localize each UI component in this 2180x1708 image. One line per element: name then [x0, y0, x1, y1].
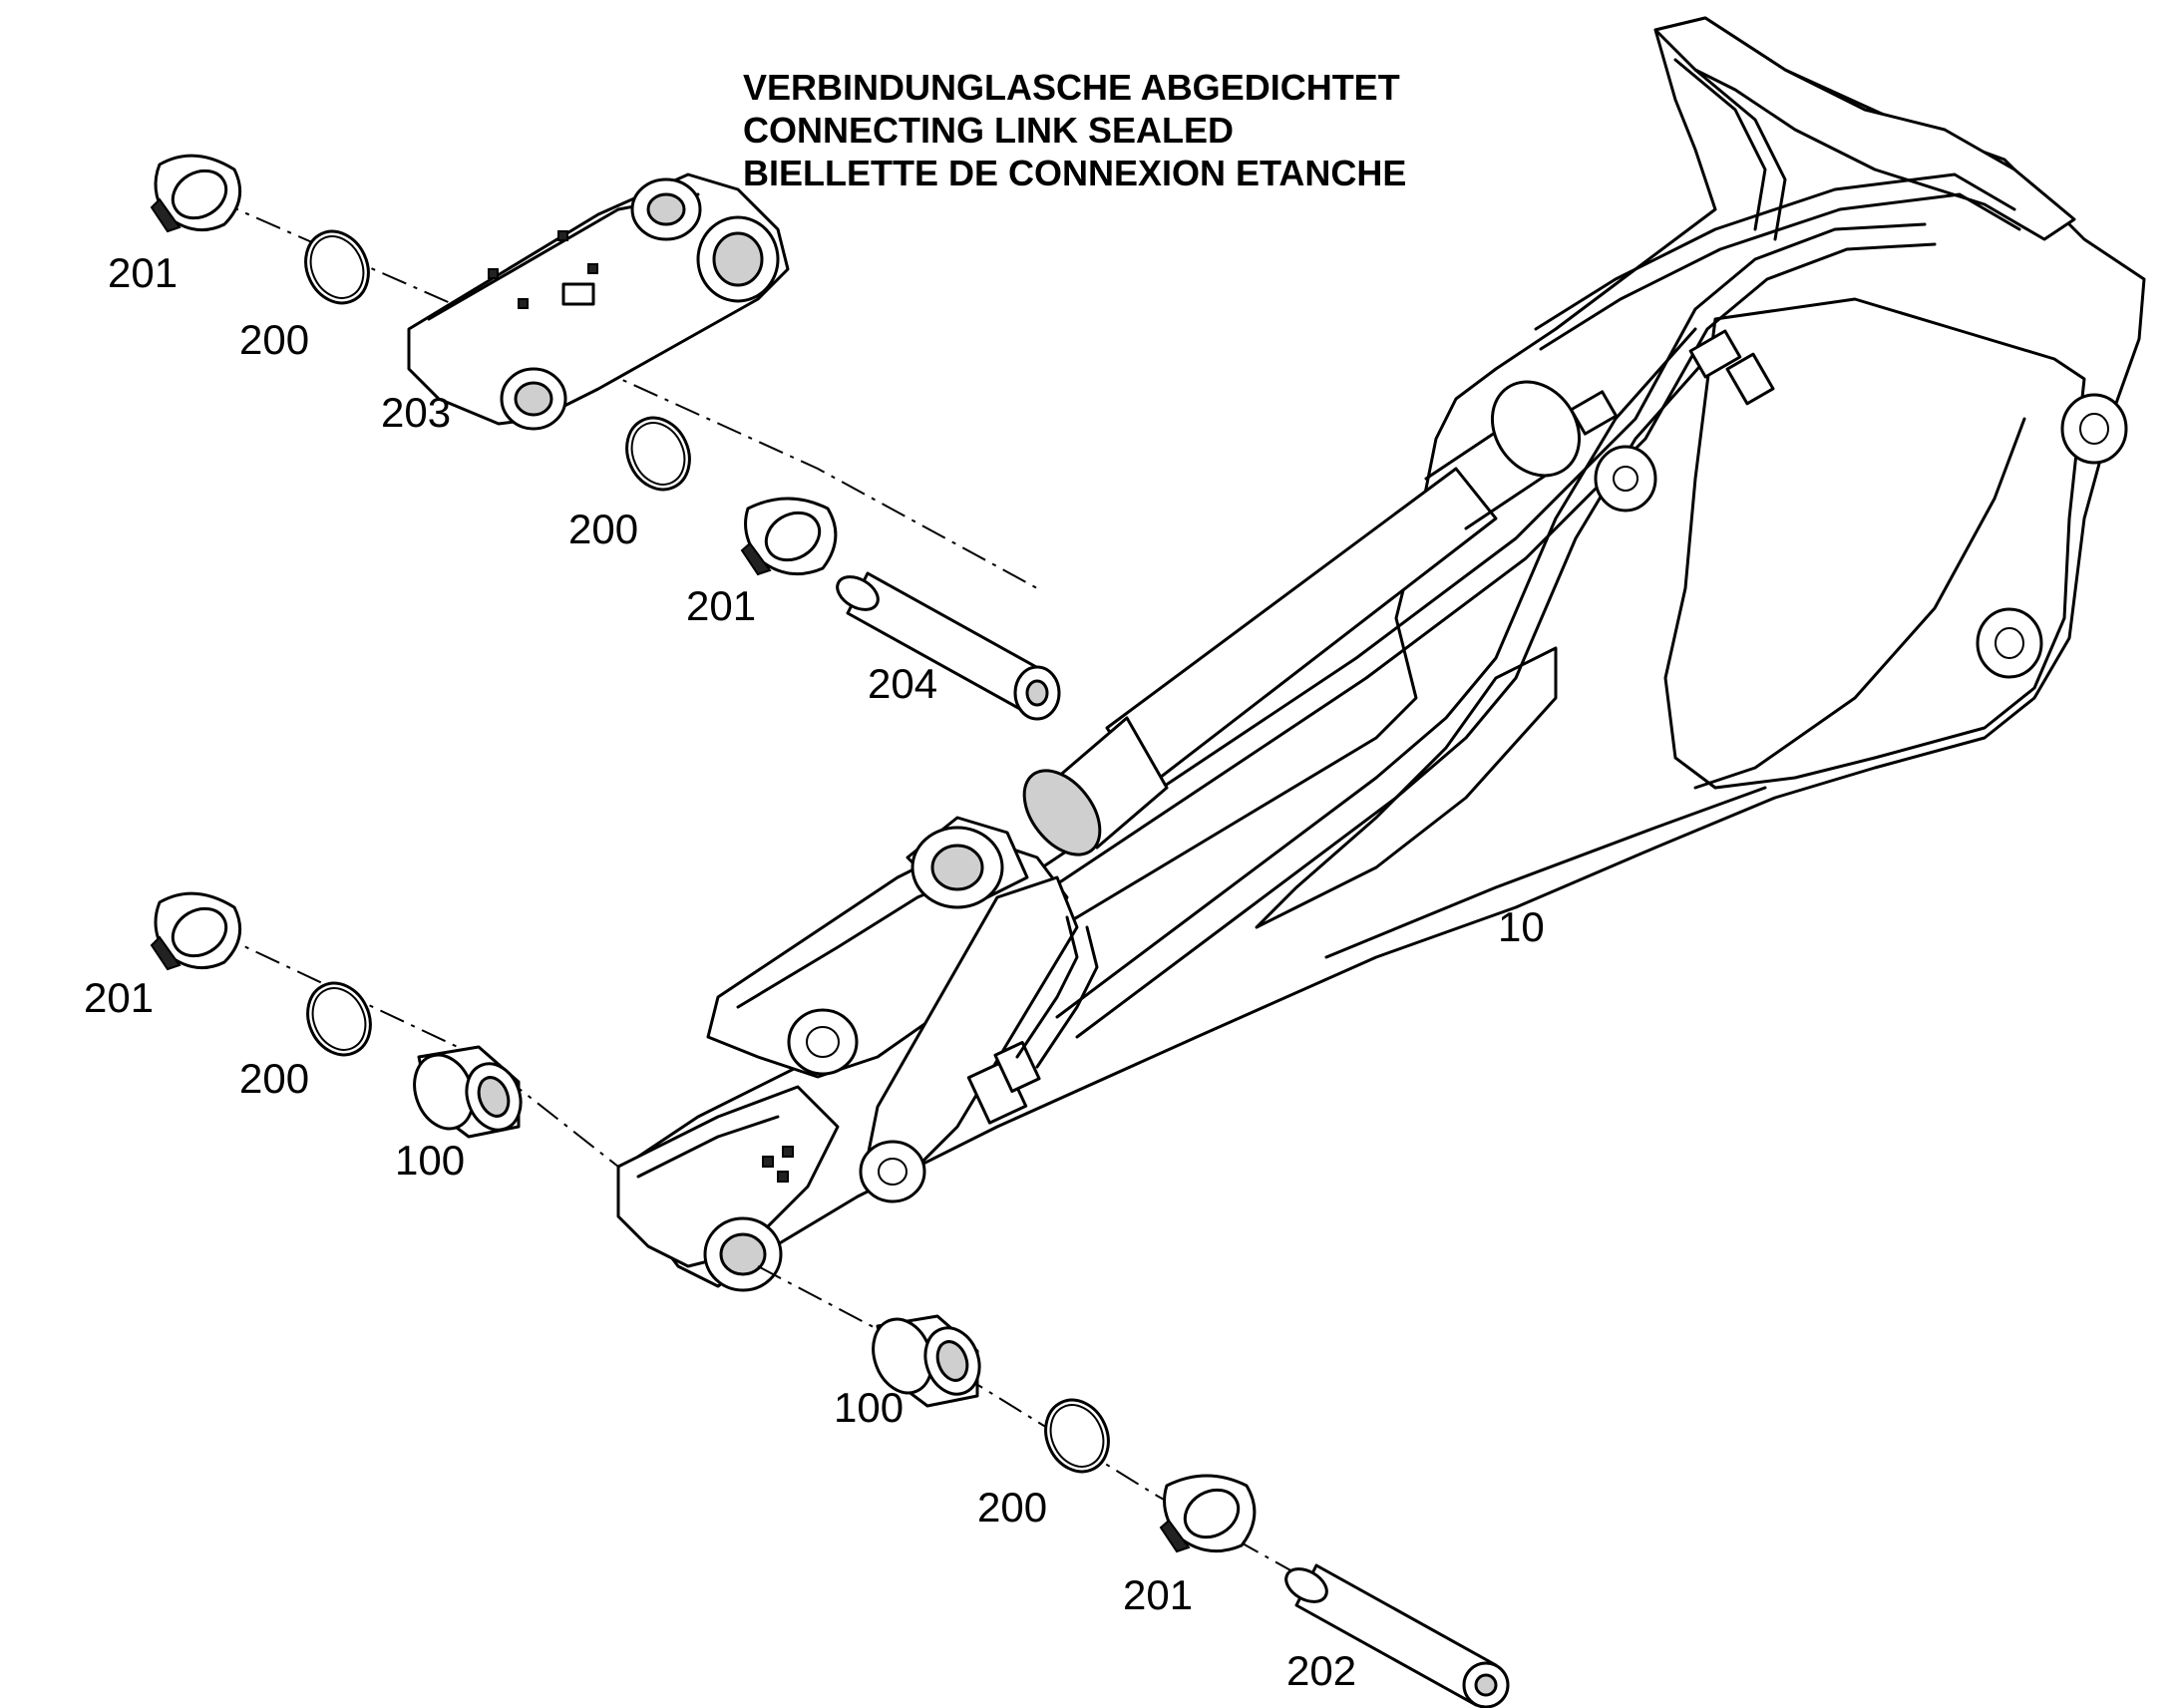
assembly-axis-lower-left: [213, 931, 619, 1168]
part-203-connecting-link[interactable]: [407, 172, 790, 431]
callout-200: 200: [568, 506, 638, 552]
part-201-clamp-ring-upper-right[interactable]: [740, 497, 838, 576]
callout-201: 201: [1123, 1571, 1193, 1618]
callout-201: 201: [108, 249, 178, 296]
part-201-clamp-ring-lower-left[interactable]: [150, 891, 242, 971]
part-200-o-ring-upper-1[interactable]: [294, 221, 380, 313]
callout-10: 10: [1498, 903, 1545, 950]
callout-100: 100: [834, 1384, 904, 1431]
callout-201: 201: [84, 974, 154, 1021]
boom-assembly[interactable]: [616, 16, 2146, 1292]
part-200-o-ring-lower-1[interactable]: [296, 973, 382, 1065]
callout-200: 200: [239, 1055, 309, 1102]
callout-204: 204: [868, 660, 937, 707]
part-201-clamp-ring-upper-left[interactable]: [150, 154, 242, 233]
title-block: VERBINDUNGLASCHE ABGEDICHTET CONNECTING …: [743, 67, 1406, 193]
title-english: CONNECTING LINK SEALED: [743, 110, 1234, 151]
part-200-o-ring-upper-2[interactable]: [615, 408, 701, 500]
part-202-pin[interactable]: [1280, 1562, 1510, 1708]
callout-200: 200: [977, 1484, 1047, 1531]
assembly-axis-upper: [213, 198, 1038, 589]
part-100-bushing-left[interactable]: [405, 1045, 530, 1139]
callout-200: 200: [239, 316, 309, 363]
callout-labels: 201 200 203 200 201 204 10 201 200 100 1…: [84, 249, 1545, 1694]
part-201-clamp-ring-lower-right[interactable]: [1159, 1474, 1257, 1553]
callout-201: 201: [686, 582, 756, 629]
part-200-o-ring-lower-2[interactable]: [1034, 1390, 1120, 1482]
part-100-bushing-right[interactable]: [864, 1311, 988, 1408]
title-german: VERBINDUNGLASCHE ABGEDICHTET: [743, 67, 1400, 108]
title-french: BIELLETTE DE CONNEXION ETANCHE: [743, 153, 1406, 193]
callout-202: 202: [1286, 1647, 1356, 1694]
callout-100: 100: [395, 1137, 465, 1184]
callout-203: 203: [381, 389, 451, 436]
part-204-pin[interactable]: [832, 570, 1061, 721]
